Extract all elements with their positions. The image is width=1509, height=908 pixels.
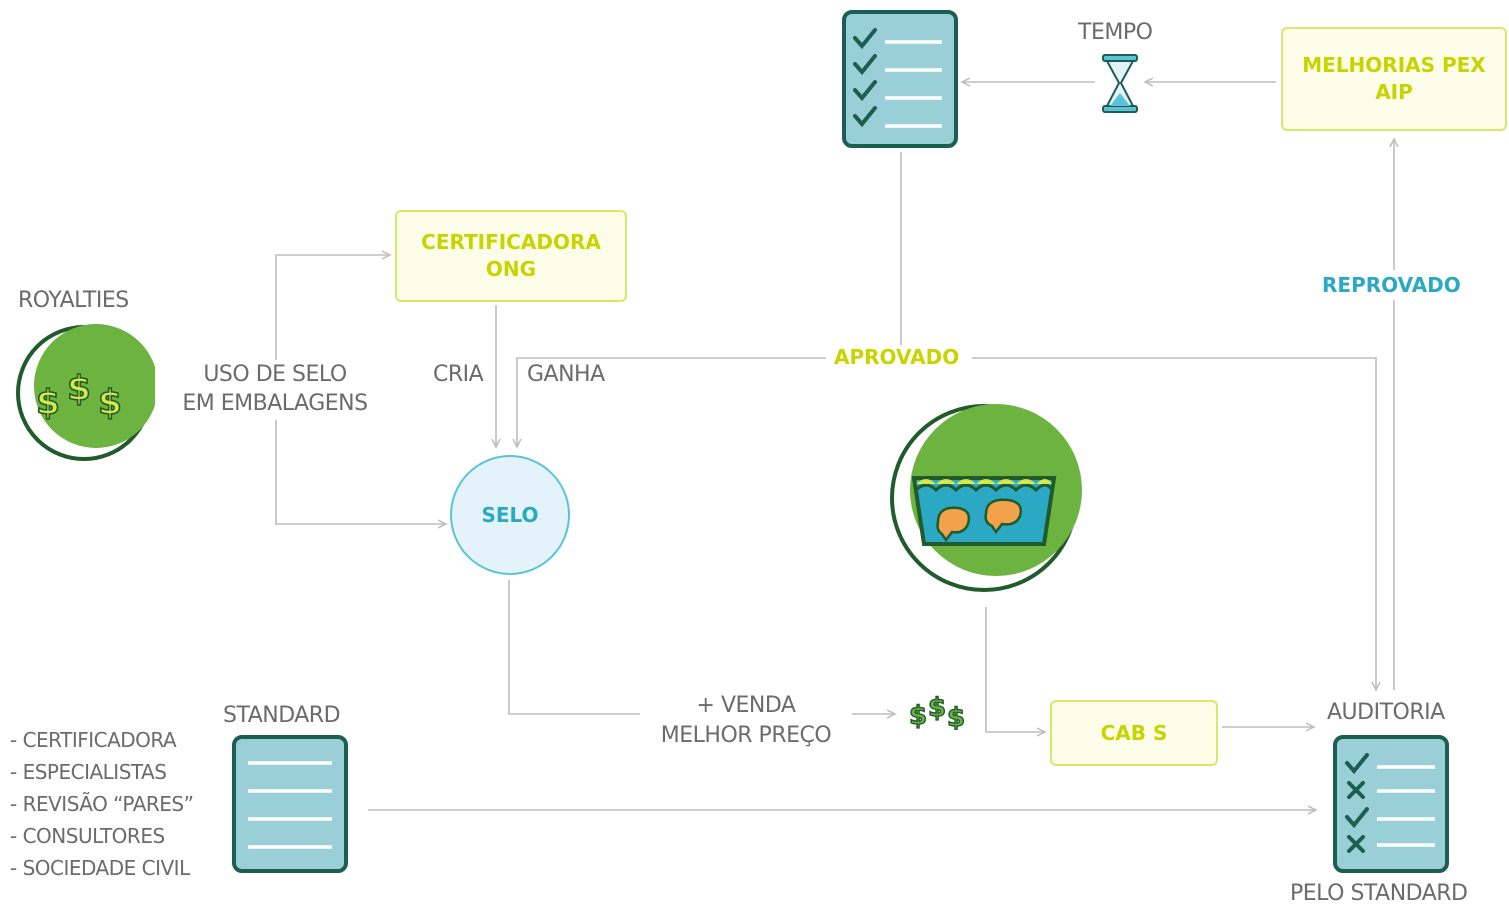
melhorias-line-2: AIP	[1375, 80, 1413, 104]
svg-text:$: $	[928, 693, 946, 723]
line-aprovado-right	[972, 357, 1376, 690]
uso-de-selo-label: USO DE SELO EM EMBALAGENS	[150, 360, 400, 418]
standard-list-item: - REVISÃO “PARES”	[10, 792, 194, 816]
svg-text:$: $	[67, 369, 91, 409]
venda-line-2: MELHOR PREÇO	[660, 723, 832, 748]
svg-text:$: $	[98, 383, 122, 423]
line-selo-to-venda	[508, 580, 640, 715]
ganha-label: GANHA	[527, 362, 605, 387]
pelo-standard-label: PELO STANDARD	[1290, 881, 1468, 906]
svg-text:$: $	[909, 701, 927, 730]
hourglass-icon	[1102, 54, 1138, 113]
standard-list-item: - SOCIEDADE CIVIL	[10, 856, 190, 880]
small-dollar-icon: $ $ $	[908, 692, 965, 730]
melhorias-line-1: MELHORIAS PEX	[1302, 53, 1486, 77]
venda-label: + VENDA MELHOR PREÇO	[640, 691, 852, 751]
royalties-label: ROYALTIES	[18, 288, 129, 313]
melhorias-pex-aip-box: MELHORIAS PEX AIP	[1281, 27, 1507, 131]
cab-s-box: CAB S	[1050, 700, 1218, 766]
selo-label: SELO	[481, 503, 539, 527]
line-ganha	[517, 357, 826, 447]
line-to-cab-s	[985, 607, 1045, 732]
standard-list-item: - ESPECIALISTAS	[10, 760, 167, 784]
standard-label: STANDARD	[223, 703, 341, 728]
checklist-icon	[842, 10, 958, 148]
standard-list-item: - CONSULTORES	[10, 824, 165, 848]
cria-label: CRIA	[433, 362, 484, 387]
certificadora-ong-box: CERTIFICADORA ONG	[395, 210, 627, 302]
dollar-coins-icon: $ $ $	[16, 324, 155, 461]
line-uso-selo-to-certificadora	[275, 255, 390, 360]
standard-list: - CERTIFICADORA - ESPECIALISTAS - REVISÃ…	[10, 724, 194, 884]
aprovado-label: APROVADO	[834, 345, 960, 369]
standard-list-item: - CERTIFICADORA	[10, 728, 177, 752]
document-icon	[232, 735, 348, 873]
tempo-label: TEMPO	[1078, 20, 1153, 45]
svg-text:$: $	[947, 703, 965, 730]
audit-checklist-icon	[1333, 735, 1449, 873]
shrimp-tank-icon	[890, 404, 1082, 592]
uso-de-selo-line-1: USO DE SELO	[203, 362, 347, 387]
venda-line-1: + VENDA	[696, 693, 796, 718]
uso-de-selo-line-2: EM EMBALAGENS	[182, 391, 368, 416]
certificadora-line-1: CERTIFICADORA	[421, 230, 601, 254]
selo-circle: SELO	[450, 455, 570, 575]
reprovado-label: REPROVADO	[1322, 273, 1461, 297]
svg-text:$: $	[36, 383, 60, 423]
certificadora-line-2: ONG	[485, 257, 537, 281]
line-uso-selo-to-selo	[275, 420, 446, 524]
cab-s-label: CAB S	[1100, 720, 1168, 745]
auditoria-label: AUDITORIA	[1327, 700, 1445, 725]
